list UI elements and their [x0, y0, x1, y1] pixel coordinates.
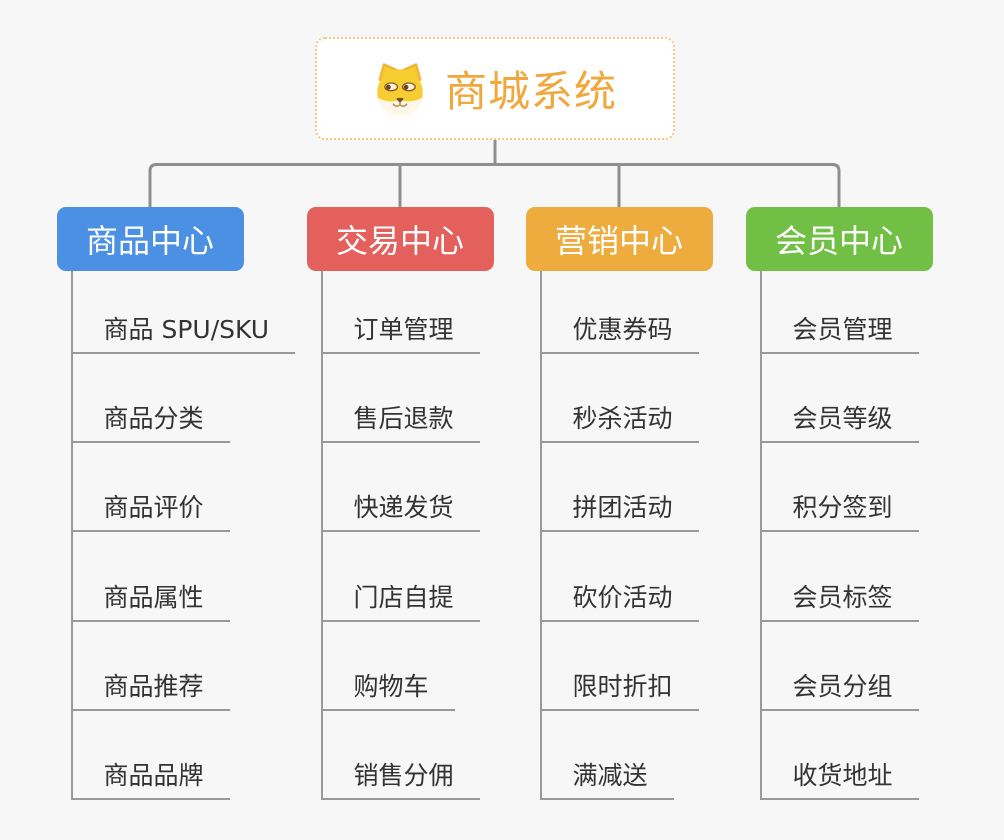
branch-spine-line — [539, 271, 542, 800]
leaf-item[interactable]: 秒杀活动 — [540, 399, 699, 444]
leaf-item[interactable]: 积分签到 — [760, 488, 919, 533]
leaf-item[interactable]: 满减送 — [540, 756, 674, 800]
leaf-item[interactable]: 销售分佣 — [321, 756, 480, 800]
leaf-item[interactable]: 会员分组 — [760, 667, 919, 711]
leaf-item[interactable]: 商品属性 — [71, 578, 230, 622]
branch-node[interactable]: 商品中心 — [56, 207, 244, 271]
leaf-item[interactable]: 收货地址 — [760, 756, 919, 800]
root-node[interactable]: 商城系统 — [315, 37, 675, 140]
leaf-item[interactable]: 限时折扣 — [540, 667, 699, 711]
leaf-item[interactable]: 拼团活动 — [540, 488, 699, 533]
leaf-item[interactable]: 商品品牌 — [71, 756, 230, 800]
doge-face-icon — [377, 62, 423, 115]
leaf-item[interactable]: 会员管理 — [760, 310, 919, 354]
root-title: 商城系统 — [444, 67, 617, 116]
branch-spine-line — [70, 271, 73, 800]
leaf-item[interactable]: 购物车 — [321, 667, 455, 711]
leaf-item[interactable]: 商品评价 — [71, 488, 230, 533]
leaf-item[interactable]: 售后退款 — [321, 399, 480, 444]
leaf-item[interactable]: 砍价活动 — [540, 578, 699, 622]
leaf-item[interactable]: 商品 SPU/SKU — [71, 310, 296, 354]
branch-node[interactable]: 营销中心 — [525, 207, 713, 271]
leaf-item[interactable]: 商品推荐 — [71, 667, 230, 711]
branch-spine-line — [320, 271, 323, 800]
branch-node[interactable]: 会员中心 — [745, 207, 933, 271]
leaf-item[interactable]: 会员等级 — [760, 399, 919, 444]
branch-spine-line — [759, 271, 762, 800]
branch-node[interactable]: 交易中心 — [306, 207, 494, 271]
leaf-item[interactable]: 商品分类 — [71, 399, 230, 444]
leaf-item[interactable]: 快递发货 — [321, 488, 480, 533]
leaf-item[interactable]: 会员标签 — [760, 578, 919, 622]
leaf-item[interactable]: 订单管理 — [321, 310, 480, 354]
leaf-item[interactable]: 优惠券码 — [540, 310, 699, 354]
leaf-item[interactable]: 门店自提 — [321, 578, 480, 622]
